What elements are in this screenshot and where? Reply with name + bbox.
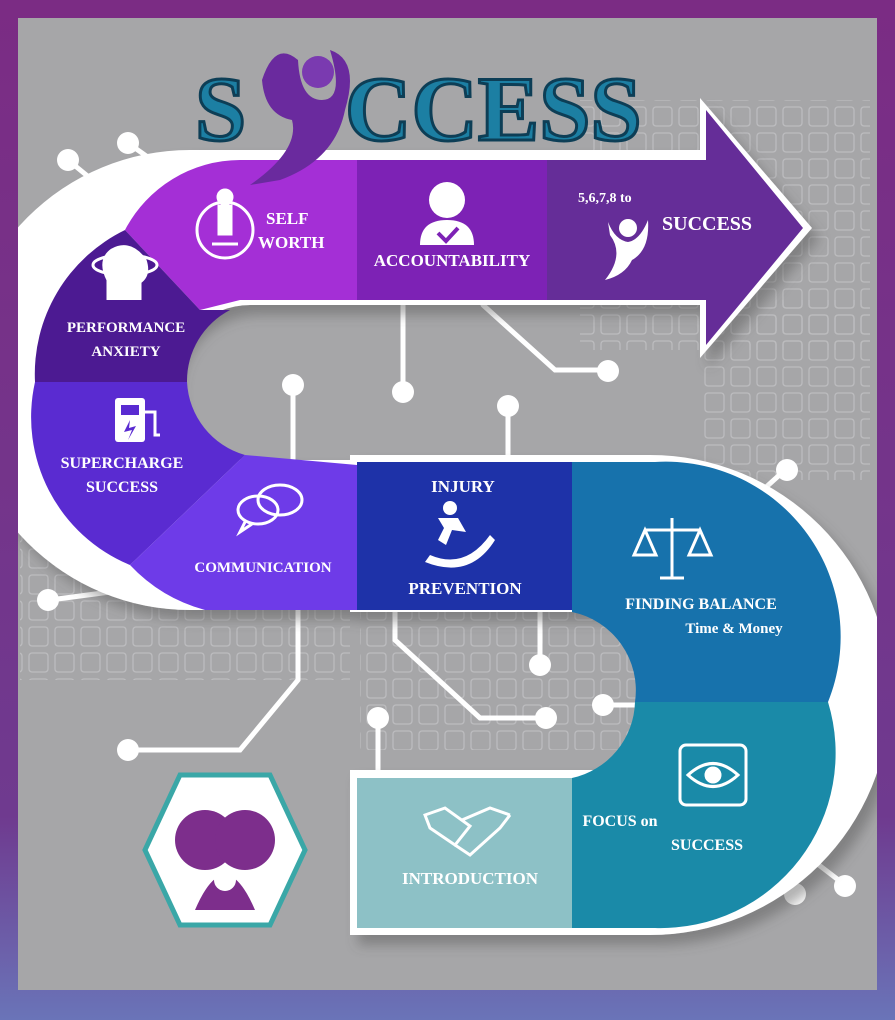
- segment-supercharge-success: [31, 382, 245, 565]
- finding-balance-label-2: Time & Money: [685, 621, 783, 637]
- eye-focus-icon: [678, 743, 748, 807]
- injury-label-1: INJURY: [431, 477, 495, 496]
- focus-label-1: FOCUS on: [582, 813, 657, 830]
- self-worth-label-1: SELF: [266, 209, 309, 228]
- goal-label-2: SUCCESS: [662, 213, 752, 235]
- falling-person-icon: [425, 501, 495, 568]
- segment-finding-balance: [572, 461, 841, 702]
- head-ring-icon: [91, 245, 159, 300]
- segment-injury-prevention: [357, 462, 572, 610]
- accountability-person-icon: [420, 182, 474, 245]
- success-figure-icon: [605, 219, 649, 280]
- step-labels: SELF WORTH ACCOUNTABILITY 5,6,7,8 to SUC…: [61, 191, 783, 888]
- accountability-label: ACCOUNTABILITY: [374, 251, 531, 270]
- segment-performance-anxiety: [34, 230, 230, 382]
- title-prefix: S: [195, 58, 246, 160]
- person-shower-icon: [195, 188, 255, 260]
- introduction-label: INTRODUCTION: [402, 869, 539, 888]
- communication-label: COMMUNICATION: [194, 560, 331, 576]
- title-suffix: CCESS: [345, 58, 642, 160]
- supercharge-label-1: SUPERCHARGE: [61, 455, 184, 472]
- logo-emblem-icon: [142, 772, 308, 928]
- scales-icon: [631, 518, 714, 580]
- speech-bubbles-icon: [236, 483, 304, 537]
- top-band: [125, 110, 803, 345]
- segment-self-worth: [125, 160, 357, 310]
- performance-anxiety-label-1: PERFORMANCE: [67, 320, 185, 336]
- title: S CCESS: [194, 50, 643, 185]
- self-worth-label-2: WORTH: [258, 233, 324, 252]
- handshake-icon: [423, 806, 512, 857]
- segment-focus-on-success: [572, 702, 836, 929]
- success-path-diagram: S CCESS: [18, 50, 877, 935]
- charging-station-icon: [115, 398, 160, 442]
- focus-label-2: SUCCESS: [671, 837, 743, 854]
- segment-goal-arrow: [547, 110, 803, 345]
- success-figure-icon: [250, 50, 350, 185]
- supercharge-label-2: SUCCESS: [86, 479, 158, 496]
- goal-label-1: 5,6,7,8 to: [578, 191, 632, 206]
- diagram-frame: S CCESS: [18, 18, 877, 990]
- injury-label-2: PREVENTION: [408, 579, 522, 598]
- performance-anxiety-label-2: ANXIETY: [91, 344, 160, 360]
- finding-balance-label-1: FINDING BALANCE: [625, 596, 777, 613]
